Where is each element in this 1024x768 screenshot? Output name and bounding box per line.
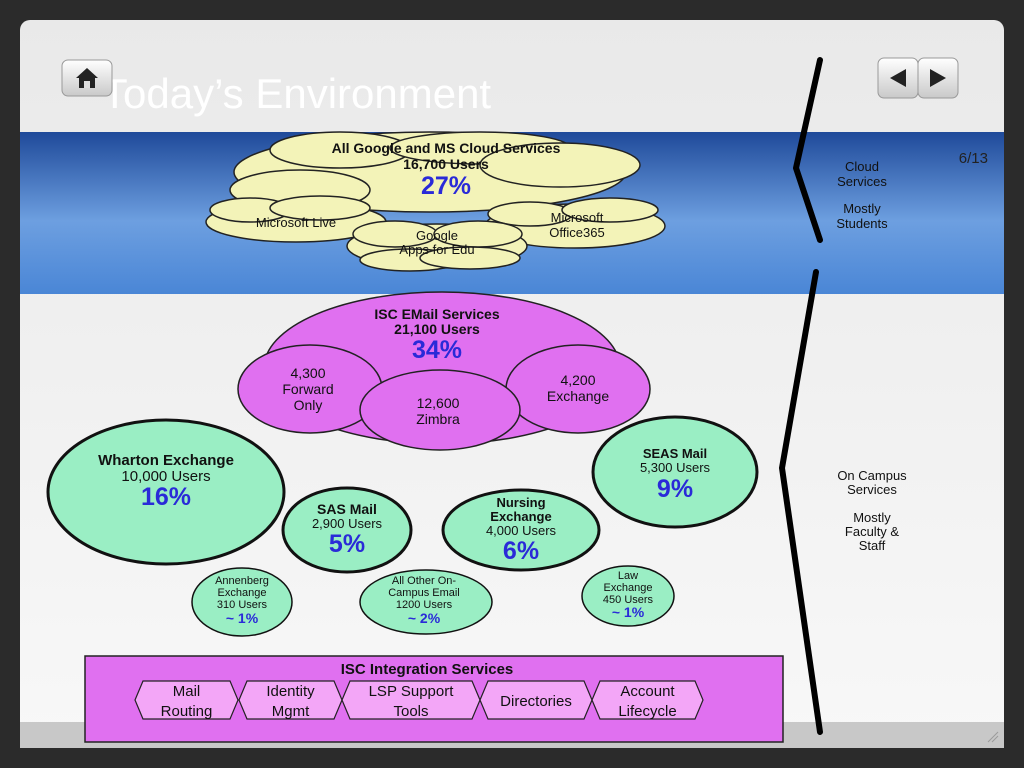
resize-grip-icon [987, 731, 999, 743]
annenberg-users: 310 Users [217, 599, 268, 611]
other-label-line2: Campus Email [388, 587, 460, 599]
slide-title: Today’s Environment [102, 70, 491, 117]
integration-item-label: Routing [161, 703, 213, 720]
office365-label-line2: Office365 [549, 225, 604, 240]
office365-cloud [484, 197, 666, 249]
integration-item-label: Account [620, 683, 675, 700]
prev-slide-button[interactable] [877, 57, 919, 99]
isc-exchange-count: 4,200 [560, 372, 595, 388]
annenberg-label-line1: Annenberg [215, 575, 269, 587]
other-percent: ~ 2% [408, 610, 441, 626]
wharton-exchange-bubble [46, 418, 286, 566]
other-users: 1200 Users [396, 599, 453, 611]
integration-item-label: Identity [266, 683, 315, 700]
home-button[interactable] [61, 59, 113, 97]
wharton-users: 10,000 Users [121, 468, 210, 485]
google-apps-cloud [346, 220, 528, 272]
annenberg-label-line2: Exchange [218, 587, 267, 599]
cloud-side-line3: Mostly [843, 201, 881, 216]
forward-only-label-line1: Forward [282, 381, 333, 397]
law-users: 450 Users [603, 594, 654, 606]
other-campus-email-bubble [359, 569, 493, 635]
campus-side-line1: On Campus [837, 468, 907, 483]
cloud-side-line1: Cloud [845, 159, 879, 174]
law-exchange-bubble [581, 565, 675, 627]
wharton-title: Wharton Exchange [98, 452, 234, 469]
law-label-line2: Exchange [604, 582, 653, 594]
cloud-services-cloud [229, 131, 641, 213]
microsoft-live-label: Microsoft Live [256, 215, 336, 230]
annenberg-percent: ~ 1% [226, 610, 259, 626]
isc-email-users: 21,100 Users [394, 321, 480, 337]
isc-exchange-label: Exchange [547, 388, 609, 404]
nursing-users: 4,000 Users [486, 523, 557, 538]
campus-bracket [779, 269, 823, 735]
integration-item: Directories [479, 680, 593, 720]
page-number: 6/13 [959, 150, 988, 167]
seas-users: 5,300 Users [640, 460, 711, 475]
annenberg-exchange-bubble [191, 567, 293, 637]
google-apps-label-line1: Google [416, 228, 458, 243]
sas-mail-bubble [281, 486, 413, 574]
wharton-percent: 16% [141, 483, 191, 511]
other-label-line1: All Other On- [392, 575, 457, 587]
campus-side-line4: Faculty & [845, 524, 900, 539]
forward-only-label-line2: Only [294, 397, 323, 413]
integration-item-label: Tools [393, 703, 428, 720]
home-icon [76, 68, 98, 88]
sas-users: 2,900 Users [312, 516, 383, 531]
google-apps-label-line2: Apps for Edu [399, 242, 474, 257]
nursing-title-line2: Exchange [490, 509, 551, 524]
prev-arrow-icon [890, 69, 906, 87]
nursing-title-line1: Nursing [496, 495, 545, 510]
campus-side-line5: Staff [859, 538, 886, 553]
integration-item-label: Lifecycle [618, 703, 676, 720]
integration-item-label: LSP Support [369, 683, 455, 700]
forward-only-count: 4,300 [290, 365, 325, 381]
office365-label-line1: Microsoft [551, 210, 604, 225]
cloud-side-line2: Services [837, 174, 887, 189]
law-label-line1: Law [618, 570, 638, 582]
zimbra-count: 12,600 [417, 395, 460, 411]
seas-mail-bubble [591, 415, 759, 529]
zimbra-bubble [359, 369, 521, 451]
isc-email-title: ISC EMail Services [374, 306, 500, 322]
integration-item-label: Mgmt [272, 703, 310, 720]
cloud-services-title: All Google and MS Cloud Services [332, 140, 561, 156]
campus-side-line3: Mostly [853, 510, 891, 525]
integration-item-label: Mail [173, 683, 201, 700]
law-percent: ~ 1% [612, 604, 645, 620]
isc-email-percent: 34% [412, 336, 462, 364]
next-arrow-icon [930, 69, 946, 87]
sas-percent: 5% [329, 530, 365, 558]
nursing-exchange-bubble [441, 488, 601, 572]
cloud-services-users: 16,700 Users [403, 156, 489, 172]
seas-title: SEAS Mail [643, 446, 707, 461]
campus-side-line2: Services [847, 482, 897, 497]
cloud-bracket [793, 57, 823, 243]
zimbra-label: Zimbra [416, 411, 460, 427]
integration-services-title: ISC Integration Services [341, 661, 514, 678]
integration-item-label: Directories [500, 693, 572, 710]
cloud-services-percent: 27% [421, 172, 471, 200]
cloud-side-line4: Students [836, 216, 888, 231]
next-slide-button[interactable] [917, 57, 959, 99]
microsoft-live-cloud [205, 195, 387, 243]
seas-percent: 9% [657, 475, 693, 503]
nursing-percent: 6% [503, 537, 539, 565]
sas-title: SAS Mail [317, 501, 377, 517]
